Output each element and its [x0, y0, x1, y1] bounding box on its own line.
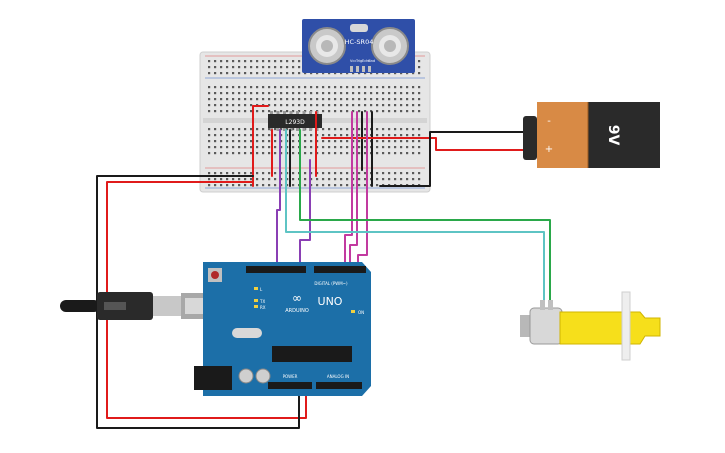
l-label: L [260, 287, 263, 292]
digital-label: DIGITAL (PWM~) [314, 281, 348, 286]
ultrasonic-sensor[interactable]: HC-SR04 Vcc Trig Echo Gnd [302, 19, 415, 73]
battery[interactable]: - + 9V [523, 102, 660, 168]
usb-cable[interactable] [60, 292, 219, 320]
battery-plus: + [545, 144, 553, 155]
arduino-brand: ARDUINO [285, 308, 309, 314]
battery-minus: - [547, 116, 551, 127]
wire-power-red [106, 181, 307, 419]
power-header [268, 382, 312, 389]
motor-driver-chip[interactable]: L293D [268, 111, 322, 131]
arduino-model: UNO [318, 295, 343, 308]
chip-label: L293D [285, 119, 305, 126]
power-jack[interactable] [194, 366, 232, 390]
sensor-pin-trig: Trig [355, 59, 362, 63]
analog-header [316, 382, 362, 389]
on-label: ON [358, 310, 364, 315]
wire-cyan [285, 129, 545, 309]
arduino-uno-board[interactable]: ∞ ARDUINO UNO DIGITAL (PWM~) POWER ANALO… [194, 262, 371, 396]
wires [96, 105, 551, 429]
tx-label: TX [259, 299, 265, 304]
wire-battery-black [379, 131, 524, 187]
sensor-pin-gnd: Gnd [368, 59, 375, 63]
digital-header-2 [314, 266, 366, 273]
sensor-pin-echo: Echo [362, 59, 371, 63]
analog-label: ANALOG IN [327, 374, 349, 379]
arduino-logo-icon: ∞ [292, 291, 302, 305]
wire-magenta-3 [357, 111, 368, 269]
wire-purple-2 [299, 159, 311, 269]
power-label: POWER [283, 374, 298, 379]
sensor-pin-vcc: Vcc [350, 59, 356, 63]
dc-motor[interactable] [520, 291, 661, 361]
atmega-chip [272, 346, 352, 362]
wire-purple-1 [276, 129, 281, 269]
wire-power-black [96, 175, 300, 429]
wire-magenta-1 [344, 111, 353, 269]
sensor-label: HC-SR04 [345, 38, 374, 46]
rx-label: RX [260, 305, 266, 310]
wire-green [299, 129, 551, 309]
digital-header-1 [246, 266, 306, 273]
wire-magenta-2 [349, 111, 358, 269]
battery-label: 9V [605, 125, 621, 146]
wire-battery-red [321, 137, 524, 151]
